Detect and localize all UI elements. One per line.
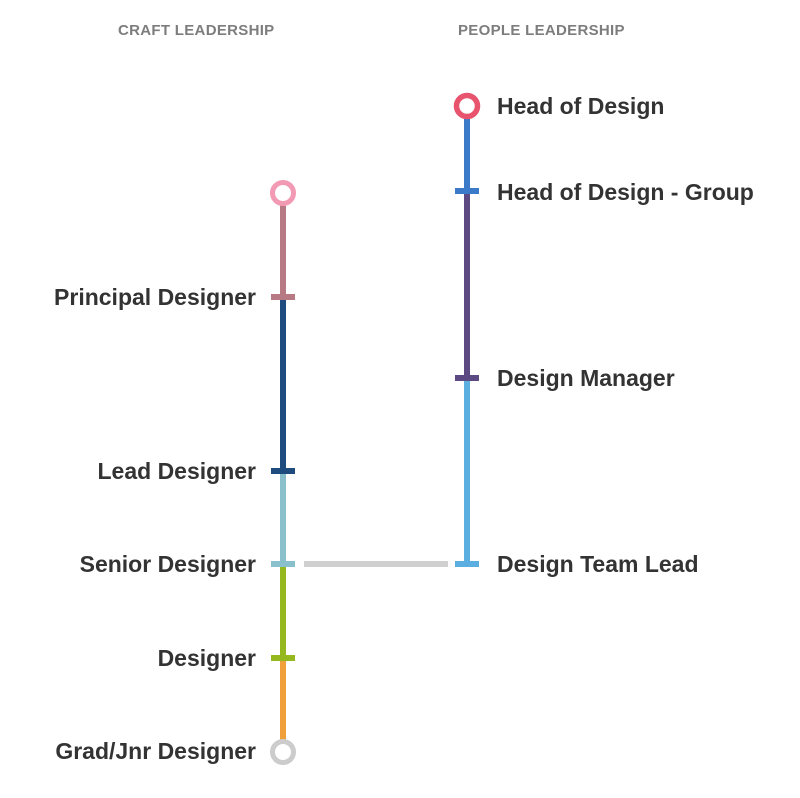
people-top-node xyxy=(453,92,481,120)
label-head-of-design: Head of Design xyxy=(497,93,665,119)
label-head-of-design-group: Head of Design - Group xyxy=(497,179,754,205)
label-senior-designer: Senior Designer xyxy=(79,551,256,577)
label-design-team-lead: Design Team Lead xyxy=(497,551,699,577)
label-principal-designer: Principal Designer xyxy=(54,284,256,310)
label-lead-designer: Lead Designer xyxy=(97,458,257,484)
craft-top-node xyxy=(270,180,296,206)
label-grad-jnr-designer: Grad/Jnr Designer xyxy=(55,738,256,764)
label-designer: Designer xyxy=(157,645,256,671)
label-design-manager: Design Manager xyxy=(497,365,675,391)
people-leadership-header: PEOPLE LEADERSHIP xyxy=(458,22,625,39)
craft-leadership-header: CRAFT LEADERSHIP xyxy=(118,22,275,39)
craft-bottom-node xyxy=(270,739,296,765)
